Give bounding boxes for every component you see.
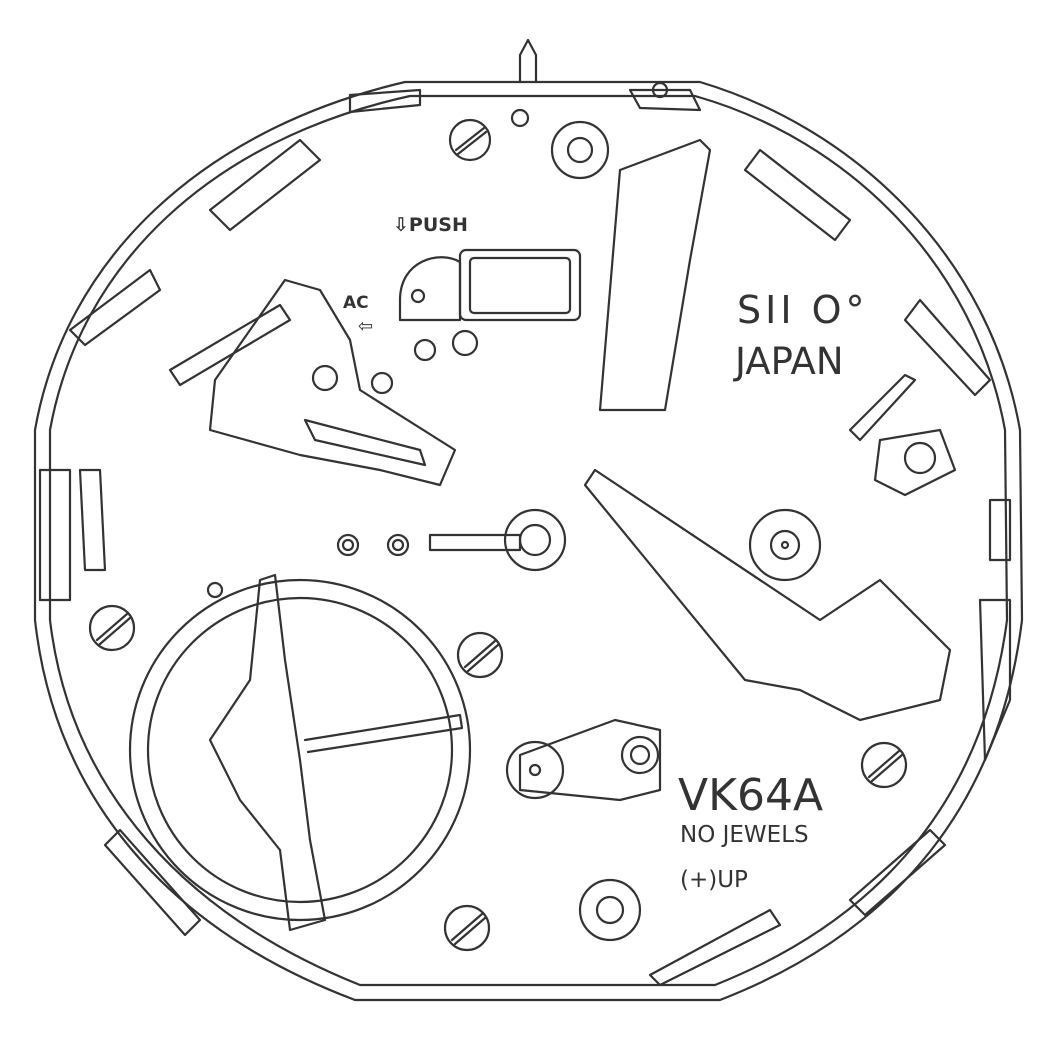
push-switch — [398, 248, 582, 322]
push-arrow-icon: ⇩ — [393, 214, 409, 236]
battery — [128, 573, 472, 932]
ac-arrow-icon: ⇦ — [358, 316, 374, 337]
screws — [88, 118, 908, 952]
jewels-label: NO JEWELS — [680, 822, 809, 848]
movement-outline — [33, 80, 1024, 1002]
screw-icon — [448, 118, 492, 162]
edge-parts — [38, 88, 1012, 937]
screw-icon — [443, 904, 491, 952]
country-label: JAPAN — [735, 340, 844, 383]
crown-stem — [518, 38, 538, 84]
screw-icon — [88, 604, 136, 652]
caliber-label: VK64A — [678, 770, 824, 821]
screw-icon — [860, 741, 908, 789]
battery-polarity-label: (+)UP — [680, 867, 748, 893]
pivots — [206, 81, 937, 942]
levers — [78, 138, 1012, 987]
push-label: PUSH — [408, 214, 468, 236]
screw-icon — [456, 631, 504, 679]
brand-logo: SII O° — [737, 288, 869, 332]
inner-outline — [48, 94, 1009, 987]
ac-label: AC — [343, 293, 369, 313]
